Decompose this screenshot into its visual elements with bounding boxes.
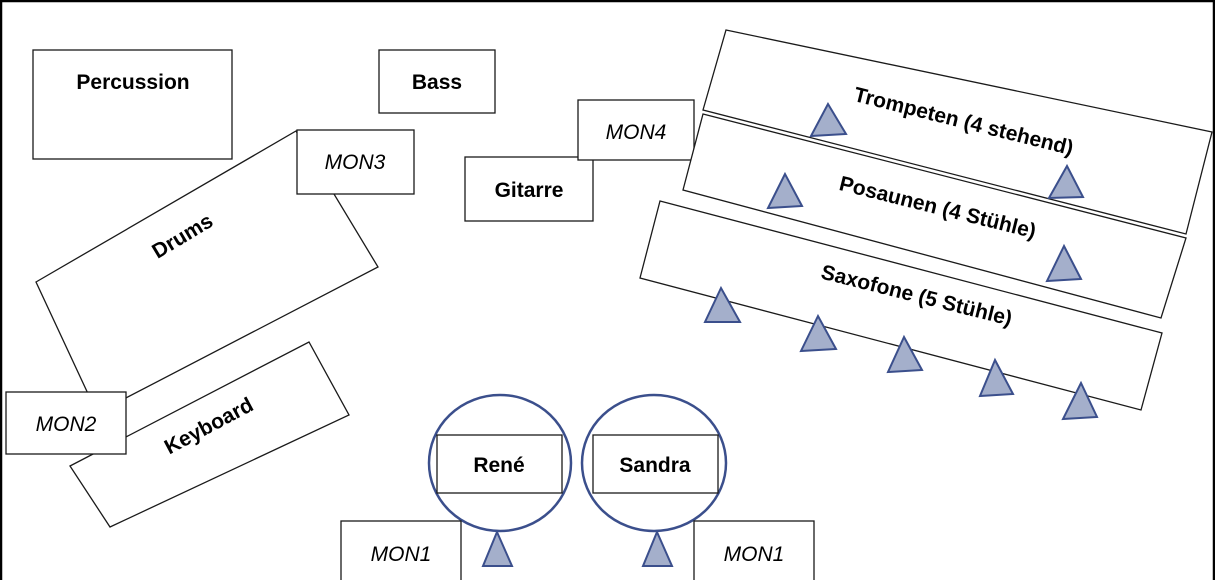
saxofone-section: Saxofone (5 Stühle) xyxy=(639,200,1163,421)
mon4-box xyxy=(577,99,695,161)
mon3-box xyxy=(296,129,415,195)
mon2-block: MON2 xyxy=(5,391,127,455)
percussion-label: Percussion xyxy=(76,71,189,94)
mon1-left-label: MON1 xyxy=(371,543,432,566)
sandra-box xyxy=(592,434,719,494)
singer-rene: René xyxy=(427,393,573,567)
mon2-label: MON2 xyxy=(36,413,97,436)
gitarre-block: Gitarre xyxy=(464,156,594,222)
mon3-label: MON3 xyxy=(325,151,386,174)
trompeten-section: Trompeten (4 stehend) xyxy=(702,29,1213,235)
sandra-label: Sandra xyxy=(619,454,691,477)
mon4-block: MON4 xyxy=(577,99,695,161)
trompeten-seat-2 xyxy=(1047,163,1085,200)
saxofone-seat-4 xyxy=(978,357,1015,398)
sandra-mic-marker xyxy=(641,529,674,567)
posaunen-seat-2 xyxy=(1045,243,1083,283)
rene-box xyxy=(436,434,563,494)
singer-sandra: Sandra xyxy=(580,393,728,567)
percussion-box xyxy=(32,49,233,160)
mon1-right-label: MON1 xyxy=(724,543,785,566)
saxofone-seat-3 xyxy=(886,334,924,374)
bass-box xyxy=(378,49,496,114)
rene-mic-marker xyxy=(481,529,514,567)
mon1-right-block: MON1 xyxy=(693,520,815,580)
mon3-block: MON3 xyxy=(296,129,415,195)
gitarre-label: Gitarre xyxy=(495,179,564,202)
bass-block: Bass xyxy=(378,49,496,114)
drums-box xyxy=(35,130,379,414)
mon1-left-block: MON1 xyxy=(340,520,462,580)
trompeten-seat-1 xyxy=(809,101,848,138)
bass-label: Bass xyxy=(412,71,462,94)
sandra-circle xyxy=(580,393,728,533)
gitarre-box xyxy=(464,156,594,222)
saxofone-seat-1 xyxy=(703,285,742,323)
percussion-block: Percussion xyxy=(32,49,233,160)
mon4-label: MON4 xyxy=(606,121,667,144)
trompeten-box xyxy=(702,29,1213,235)
rene-circle xyxy=(427,393,573,533)
drums-block: Drums xyxy=(35,130,379,414)
mon1-left-box xyxy=(340,520,462,580)
saxofone-seat-2 xyxy=(799,313,838,353)
rene-label: René xyxy=(473,454,524,477)
saxofone-seat-5 xyxy=(1061,380,1099,421)
keyboard-box xyxy=(69,341,350,528)
posaunen-seat-1 xyxy=(766,171,804,210)
saxofone-box xyxy=(639,200,1163,411)
mon1-right-box xyxy=(693,520,815,580)
mon2-box xyxy=(5,391,127,455)
